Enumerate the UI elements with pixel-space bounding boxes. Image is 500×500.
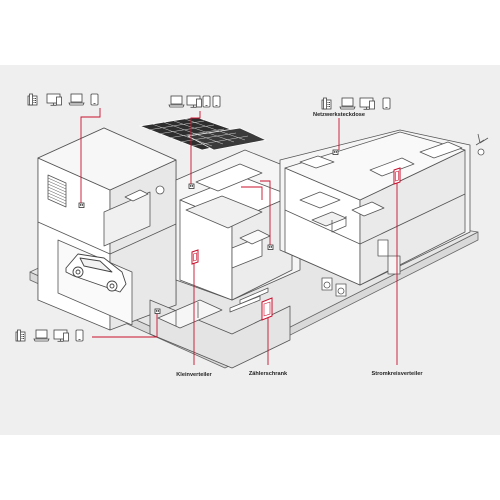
- monitor-icon: [53, 329, 69, 342]
- device-group-left: [15, 329, 84, 342]
- basement: [149, 299, 291, 369]
- kleinverteiler-box: [191, 249, 199, 265]
- device-group-top-right: [321, 97, 391, 110]
- laptop-icon: [68, 93, 85, 106]
- phone-icon: [15, 329, 26, 342]
- phone-icon: [27, 93, 38, 106]
- tablet-icon: [382, 97, 391, 110]
- monitor-icon: [46, 93, 62, 106]
- car-illustration: [65, 253, 127, 293]
- network-socket-icon: [78, 202, 85, 208]
- label-netzwerksteckdose: Netzwerksteckdose: [313, 112, 365, 118]
- laptop-icon: [168, 95, 185, 108]
- tablet-icon: [90, 93, 99, 106]
- left-tower: [37, 127, 177, 331]
- stromkreisverteiler-box: [393, 167, 401, 185]
- phone-icon: [321, 97, 332, 110]
- network-cable-lines: [80, 108, 398, 365]
- central-section: [175, 149, 301, 313]
- solar-panels: [138, 116, 268, 151]
- network-socket-icon: [188, 183, 195, 189]
- network-socket-icon: [267, 244, 274, 250]
- zaehlerschrank-box: [261, 297, 273, 321]
- device-group-top-center: [168, 95, 221, 108]
- laptop-icon: [33, 329, 50, 342]
- tablet-icon: [202, 95, 211, 108]
- right-wing: [279, 129, 489, 297]
- phone-mobile-icon: [212, 95, 221, 108]
- label-zaehlerschrank: Zählerschrank: [249, 371, 288, 377]
- label-stromkreisverteiler: Stromkreisverteiler: [372, 371, 424, 377]
- device-group-top-left: [27, 93, 99, 106]
- label-kleinverteiler: Kleinverteiler: [176, 372, 212, 378]
- laptop-icon: [339, 97, 356, 110]
- tablet-icon: [75, 329, 84, 342]
- network-socket-icon: [154, 308, 161, 314]
- monitor-icon: [186, 95, 202, 108]
- monitor-icon: [359, 97, 375, 110]
- network-socket-icon: [332, 149, 339, 155]
